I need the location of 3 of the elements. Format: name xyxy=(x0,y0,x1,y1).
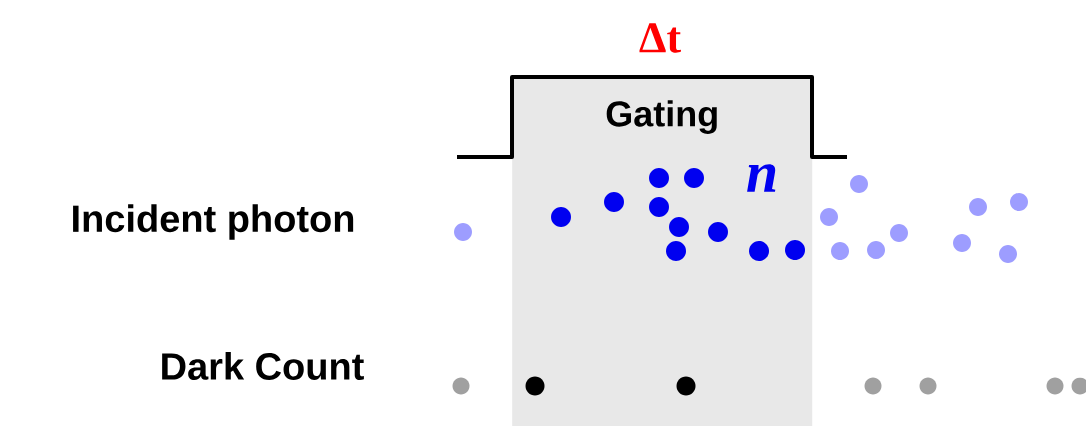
photon-number-label: n xyxy=(747,164,776,192)
row-label: Incident photon xyxy=(73,204,354,240)
row-label: Dark Count xyxy=(162,352,364,380)
